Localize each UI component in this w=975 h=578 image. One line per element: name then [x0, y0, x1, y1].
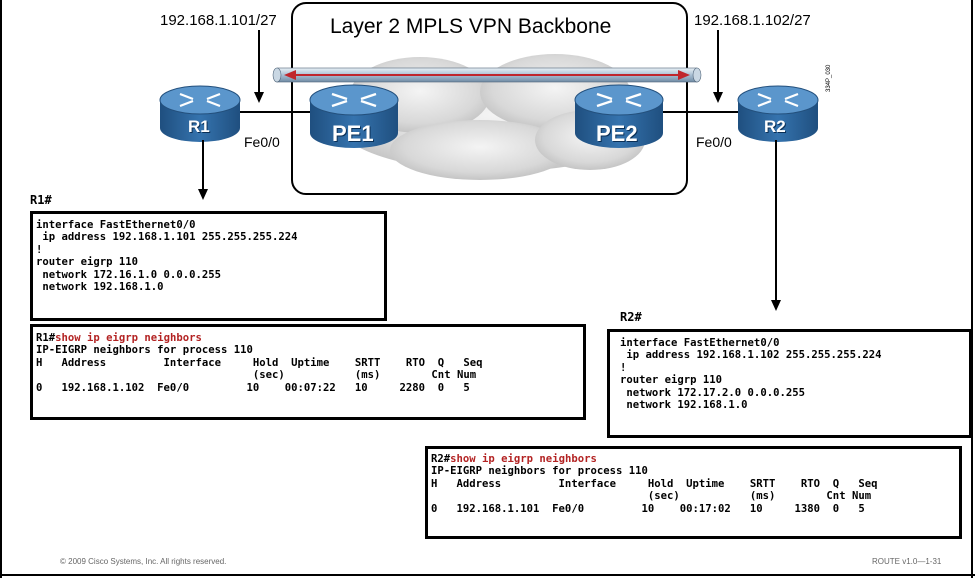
r1-config-line: network 172.16.1.0 0.0.0.255 — [36, 268, 221, 281]
router-r1-label: R1 — [188, 117, 210, 136]
r2-config-prompt: R2# — [620, 310, 642, 324]
router-r2-icon — [737, 85, 819, 142]
r1-show-neighbor-row: 0 192.168.1.102 Fe0/0 10 00:07:22 10 228… — [36, 381, 470, 394]
router-pe1-label: PE1 — [332, 121, 374, 146]
r1-config-box: interface FastEthernet0/0 ip address 192… — [30, 211, 387, 321]
r1-show-header-units: (sec) (ms) Cnt Num — [36, 369, 477, 382]
r1-config-line: ! — [36, 243, 43, 256]
r1-config-line: ip address 192.168.1.101 255.255.255.224 — [36, 231, 298, 244]
footer-copyright: © 2009 Cisco Systems, Inc. All rights re… — [60, 557, 227, 566]
router-pe1-icon — [309, 84, 399, 148]
r1-show-box: R1#show ip eigrp neighbors IP-EIGRP neig… — [30, 324, 586, 420]
right-border — [971, 0, 973, 578]
r1-show-prompt: R1# — [36, 332, 56, 344]
pseudowire-pipe — [272, 67, 702, 83]
r1-config-line: router eigrp 110 — [36, 256, 139, 269]
left-fe-label: Fe0/0 — [244, 134, 280, 150]
r1-show-command-line: R1#show ip eigrp neighbors — [36, 332, 580, 344]
r2-config-line: network 172.17.2.0 0.0.0.255 — [620, 386, 805, 399]
r1-config-line: interface FastEthernet0/0 — [36, 219, 196, 231]
backbone-box — [291, 2, 688, 195]
r2-config-box: interface FastEthernet0/0 ip address 192… — [607, 329, 972, 438]
r1-show-header: H Address Interface Hold Uptime SRTT RTO… — [36, 356, 483, 369]
r2-config-line: router eigrp 110 — [620, 374, 723, 387]
backbone-title: Layer 2 MPLS VPN Backbone — [330, 15, 612, 38]
r2-config-line: ip address 192.168.1.102 255.255.255.224 — [620, 349, 882, 362]
right-ip-arrow — [713, 30, 723, 103]
r2-show-line: IP-EIGRP neighbors for process 110 — [431, 465, 648, 478]
r1-show-line: IP-EIGRP neighbors for process 110 — [36, 344, 253, 357]
r2-show-box: R2#show ip eigrp neighbors IP-EIGRP neig… — [425, 446, 962, 539]
right-fe-label: Fe0/0 — [696, 134, 732, 150]
r2-show-command-line: R2#show ip eigrp neighbors — [431, 453, 956, 465]
router-r2-label: R2 — [764, 117, 786, 136]
r1-show-command: show ip eigrp neighbors — [55, 332, 202, 344]
r1-config-arrow — [198, 140, 208, 200]
router-pe2-icon — [574, 84, 664, 148]
r1-config-prompt: R1# — [30, 193, 52, 207]
r2-show-neighbor-row: 0 192.168.1.101 Fe0/0 10 00:17:02 10 138… — [431, 502, 865, 515]
left-ip-arrow — [254, 30, 264, 103]
figure-code: 334P_030 — [826, 64, 832, 92]
r2-show-command: show ip eigrp neighbors — [450, 453, 597, 465]
left-ip-label: 192.168.1.101/27 — [160, 12, 277, 29]
r2-config-line: interface FastEthernet0/0 — [620, 337, 780, 349]
r2-show-header: H Address Interface Hold Uptime SRTT RTO… — [431, 477, 878, 490]
r2-config-line: ! — [620, 361, 627, 374]
router-r1-icon — [159, 85, 241, 142]
r1-config-line: network 192.168.1.0 — [36, 281, 164, 294]
r2-show-header-units: (sec) (ms) Cnt Num — [431, 490, 872, 503]
router-pe2-label: PE2 — [596, 121, 638, 146]
r2-config-line: network 192.168.1.0 — [620, 399, 748, 412]
left-border — [0, 0, 2, 578]
bottom-border — [0, 574, 975, 576]
footer-course: ROUTE v1.0—1-31 — [872, 557, 942, 566]
r2-show-prompt: R2# — [431, 453, 451, 465]
right-ip-label: 192.168.1.102/27 — [694, 12, 811, 29]
r2-config-arrow — [771, 140, 781, 311]
